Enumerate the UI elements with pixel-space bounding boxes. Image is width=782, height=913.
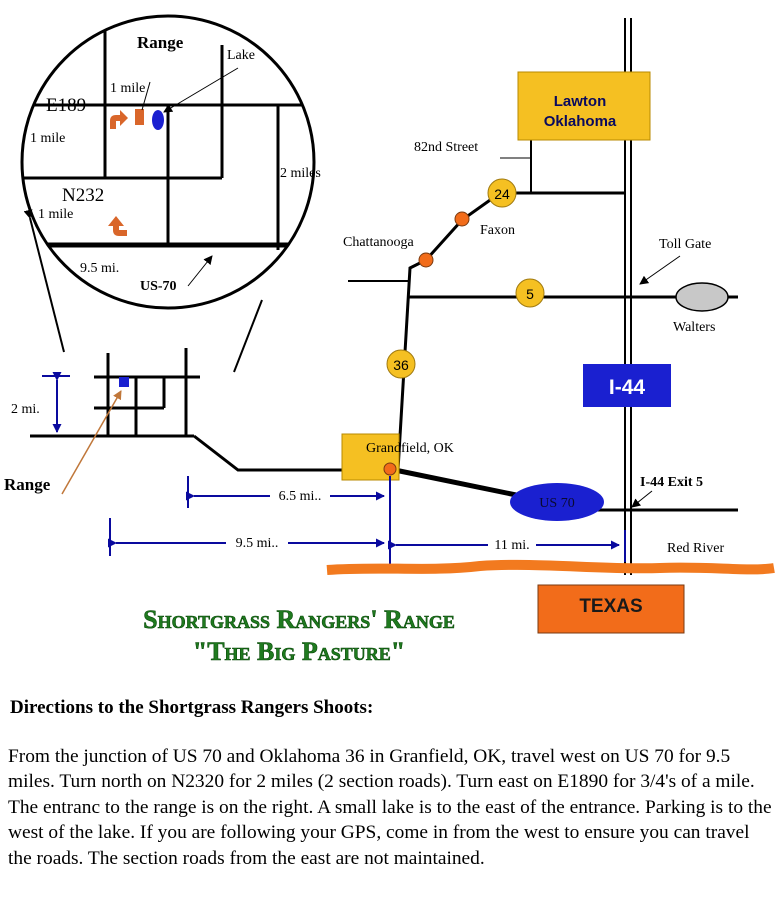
chattanooga-dot [418,252,434,268]
red-river [326,559,775,575]
range-label: Range [4,475,51,494]
local-road-grid [30,348,390,472]
turn-arrow-east-icon [110,110,128,129]
toll-gate-label: Toll Gate [659,237,711,252]
toll-gate-pointer [639,255,681,285]
shortgrass-range-map: Range Lake 1 mile E189 1 mile N232 1 mil… [4,14,775,666]
faxon-dot [454,211,470,227]
grandfield-dot [383,462,397,476]
inset-one-mile-left: 1 mile [30,131,65,146]
lake-marker [152,110,164,130]
route-36-number: 36 [393,357,409,373]
i44-label: I-44 [609,376,646,399]
walters-oval [675,282,729,312]
chattanooga-label: Chattanooga [343,235,415,250]
route-5-number: 5 [526,286,534,302]
texas-label: TEXAS [579,596,642,617]
inset-e189-label: E189 [46,95,86,116]
route-36-shield [386,349,416,379]
exit-pointer [631,490,653,508]
magnifier-line-left [23,209,65,353]
dist-6-5-label: 6.5 mi.. [279,489,322,504]
i44-exit-label: I-44 Exit 5 [640,475,703,490]
magnifier-line-right [233,299,263,373]
range-location-marker [119,377,129,387]
i44-shield [583,364,671,407]
inset-magnifier: Range Lake 1 mile E189 1 mile N232 1 mil… [20,14,321,310]
map-title: Shortgrass Rangers' Range [143,605,455,634]
directions-body: From the junction of US 70 and Oklahoma … [8,746,772,869]
turn-arrow-north-icon [108,216,127,236]
map-subtitle: "The Big Pasture" [193,637,405,666]
inset-n232-label: N232 [62,185,104,206]
directions-heading: Directions to the Shortgrass Rangers Sho… [10,697,374,718]
us70-pointer [187,255,213,287]
faxon-label: Faxon [480,223,515,238]
82nd-street-label: 82nd Street [414,140,478,155]
us70-oval-label: US 70 [539,496,574,511]
inset-range-label: Range [137,33,184,52]
lake-pointer [163,67,239,113]
us70-oval [510,483,604,521]
inset-two-miles: 2 miles [280,166,321,181]
red-river-label: Red River [667,541,724,556]
inset-nine-five: 9.5 mi. [80,261,119,276]
inset-one-mile-top: 1 mile [110,81,145,96]
lawton-label: Lawton [554,93,607,110]
inset-lake-label: Lake [227,48,255,63]
dist-11-label: 11 mi. [494,538,529,553]
inset-us70-label: US-70 [140,279,177,294]
range-pointer [61,390,122,495]
lawton-box [517,71,651,141]
one-mile-leader [141,81,151,111]
oklahoma-label: Oklahoma [544,113,617,130]
two-mi-label: 2 mi. [11,402,40,417]
dist-9-5-label: 9.5 mi.. [236,536,279,551]
range-marker [135,109,144,125]
route-5-shield [515,278,545,308]
walters-label: Walters [673,320,715,335]
inset-one-mile-lower: 1 mile [38,207,73,222]
route-24-shield [487,178,517,208]
grandfield-label: Grandfield, OK [366,441,454,456]
texas-box [537,584,685,634]
route-24-number: 24 [494,186,510,202]
